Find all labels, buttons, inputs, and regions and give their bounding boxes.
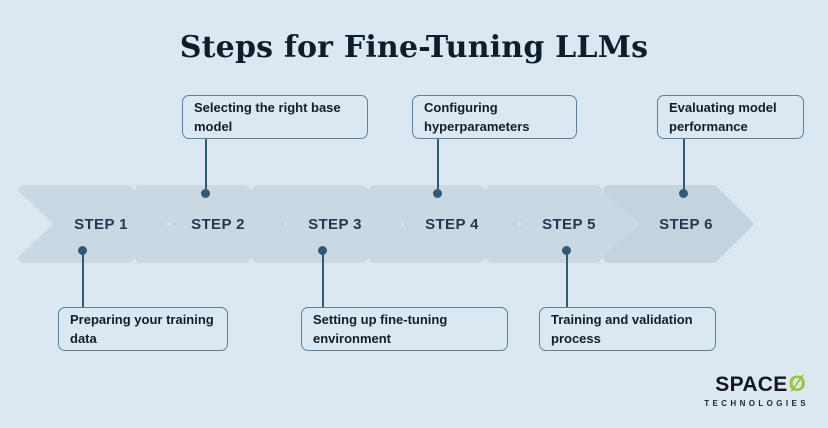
chevron-shape (486, 185, 636, 263)
chevron-shape (603, 185, 753, 263)
connector-line-4 (437, 139, 439, 195)
connector-line-6 (683, 139, 685, 195)
step-arrow-4: STEP 4 (369, 185, 519, 263)
connector-dot-4 (433, 189, 442, 198)
callout-box-step-4: Configuring hyperparameters (412, 95, 577, 139)
connector-dot-2 (201, 189, 210, 198)
step-arrow-1: STEP 1 (18, 185, 168, 263)
callout-box-step-6: Evaluating model performance (657, 95, 804, 139)
step-label: STEP 4 (425, 215, 479, 233)
connector-line-5 (566, 251, 568, 307)
logo-o-slash-icon: Ø (788, 371, 806, 396)
callout-box-step-5: Training and validation process (539, 307, 716, 351)
connector-dot-5 (562, 246, 571, 255)
callout-box-step-1: Preparing your training data (58, 307, 228, 351)
logo-subtitle: TECHNOLOGIES (704, 399, 809, 408)
connector-dot-1 (78, 246, 87, 255)
connector-line-3 (322, 251, 324, 307)
chevron-shape (369, 185, 519, 263)
step-label: STEP 3 (308, 215, 362, 233)
step-label: STEP 5 (542, 215, 596, 233)
connector-dot-6 (679, 189, 688, 198)
chevron-shape (18, 185, 168, 263)
logo-name: SPACE (715, 373, 788, 396)
spaceo-logo: SPACE Ø TECHNOLOGIES (704, 371, 806, 408)
step-arrow-3: STEP 3 (252, 185, 402, 263)
step-arrow-6: STEP 6 (603, 185, 753, 263)
step-label: STEP 6 (659, 215, 713, 233)
callout-box-step-2: Selecting the right base model (182, 95, 368, 139)
step-label: STEP 1 (74, 215, 128, 233)
chevron-shape (135, 185, 285, 263)
step-arrow-5: STEP 5 (486, 185, 636, 263)
step-label: STEP 2 (191, 215, 245, 233)
callout-box-step-3: Setting up fine-tuning environment (301, 307, 508, 351)
connector-line-2 (205, 139, 207, 195)
step-arrow-2: STEP 2 (135, 185, 285, 263)
chevron-shape (252, 185, 402, 263)
page-title: Steps for Fine-Tuning LLMs (179, 30, 649, 65)
connector-dot-3 (318, 246, 327, 255)
logo-wordmark: SPACE Ø (704, 371, 806, 397)
connector-line-1 (82, 251, 84, 307)
